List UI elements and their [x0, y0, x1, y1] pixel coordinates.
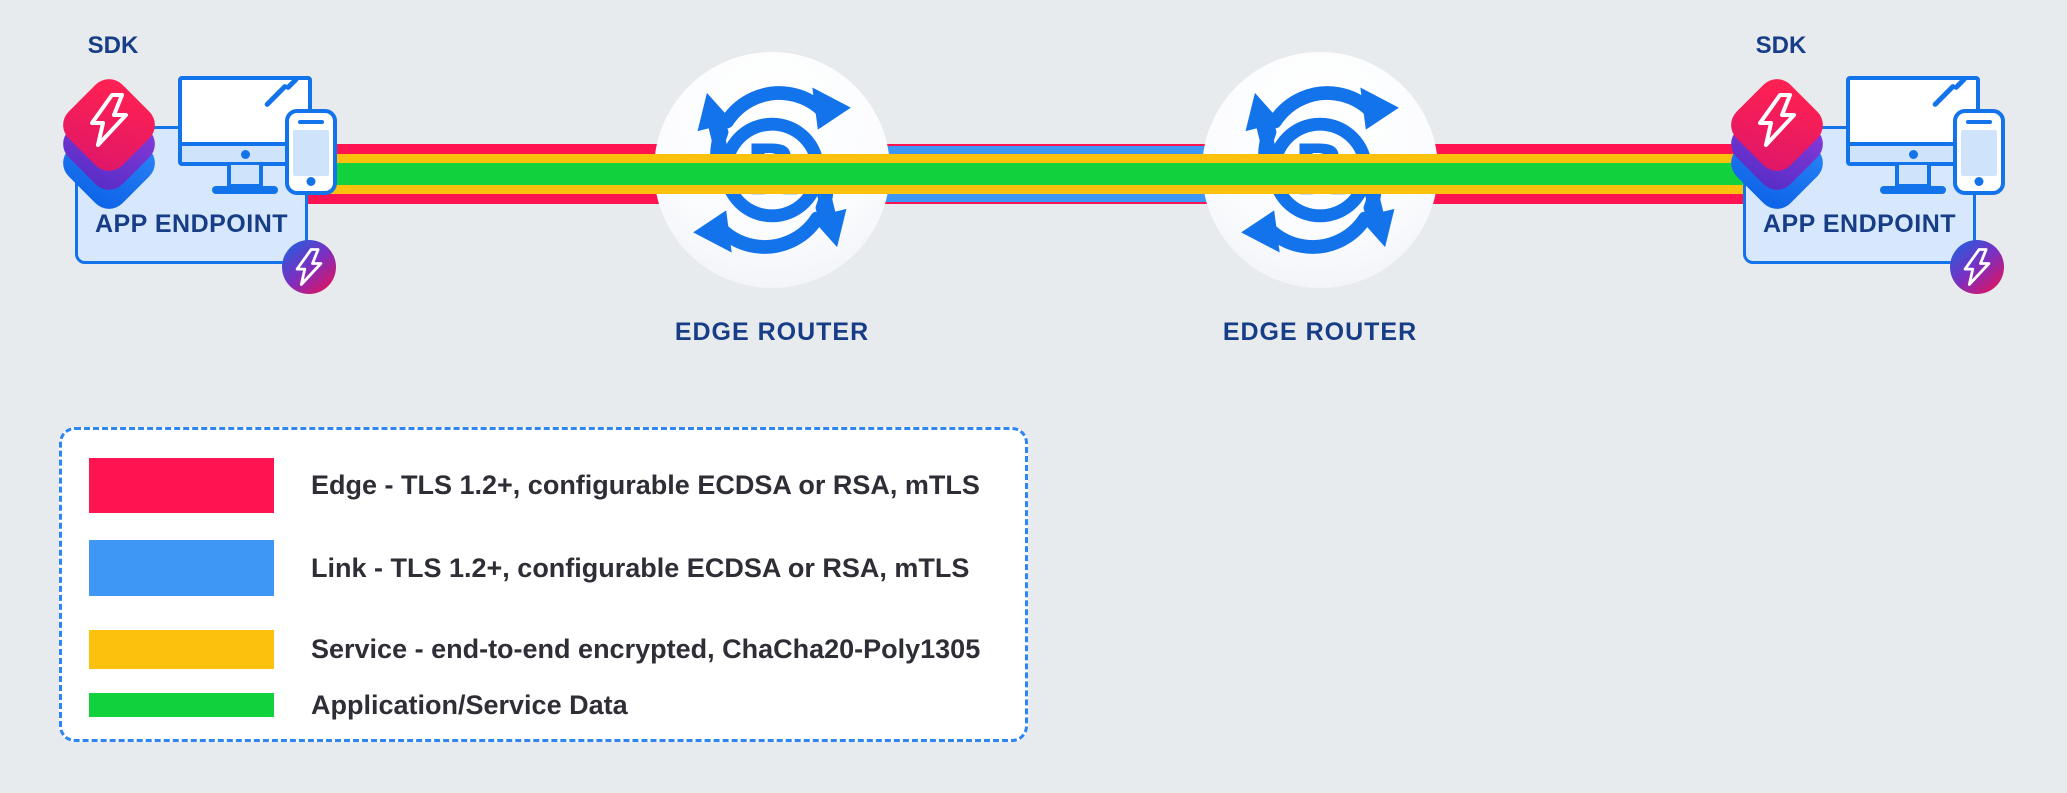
monitor-bezel [1850, 142, 1976, 162]
sdk-label: SDK [1755, 32, 1807, 59]
monitor-base [1880, 186, 1946, 194]
legend-swatch-link [89, 540, 274, 596]
service-band-bottom [290, 185, 1800, 194]
monitor-base [212, 186, 278, 194]
app-endpoint-label: APP ENDPOINT [94, 210, 289, 238]
legend-row-link: Link - TLS 1.2+, configurable ECDSA or R… [89, 540, 969, 596]
monitor-stand [227, 165, 263, 188]
legend-row-edge: Edge - TLS 1.2+, configurable ECDSA or R… [89, 458, 980, 513]
phone-icon [285, 109, 337, 195]
sdk-label: SDK [87, 32, 139, 59]
edge-router-label-right: EDGE ROUTER [1222, 318, 1418, 346]
legend-box: Edge - TLS 1.2+, configurable ECDSA or R… [59, 427, 1028, 742]
legend-swatch-data [89, 693, 274, 717]
link-band-top [772, 146, 1320, 154]
app-endpoint-label: APP ENDPOINT [1762, 210, 1957, 238]
ziti-badge-icon [1950, 240, 2004, 294]
phone-icon [1953, 109, 2005, 195]
service-band-top [290, 154, 1800, 163]
legend-label-link: Link - TLS 1.2+, configurable ECDSA or R… [311, 552, 970, 583]
legend-swatch-service [89, 630, 274, 669]
monitor-stand [1895, 165, 1931, 188]
legend-swatch-edge [89, 458, 274, 513]
ziti-bolt-icon [1758, 93, 1796, 147]
legend-label-edge: Edge - TLS 1.2+, configurable ECDSA or R… [311, 470, 980, 500]
monitor-bezel [182, 142, 308, 162]
app-endpoint-right: SDK APP ENDPOINT [1723, 30, 2033, 320]
data-band [290, 163, 1800, 185]
ziti-bolt-icon [90, 93, 128, 147]
legend-row-data: Application/Service Data [89, 690, 628, 720]
legend-row-service: Service - end-to-end encrypted, ChaCha20… [89, 630, 980, 669]
edge-router-label-left: EDGE ROUTER [674, 318, 870, 346]
link-band-bottom [772, 194, 1320, 202]
legend-label-service: Service - end-to-end encrypted, ChaCha20… [311, 634, 981, 664]
legend-label-data: Application/Service Data [311, 689, 628, 720]
app-endpoint-left: SDK APP ENDPOINT [55, 30, 365, 320]
ziti-badge-icon [282, 240, 336, 294]
